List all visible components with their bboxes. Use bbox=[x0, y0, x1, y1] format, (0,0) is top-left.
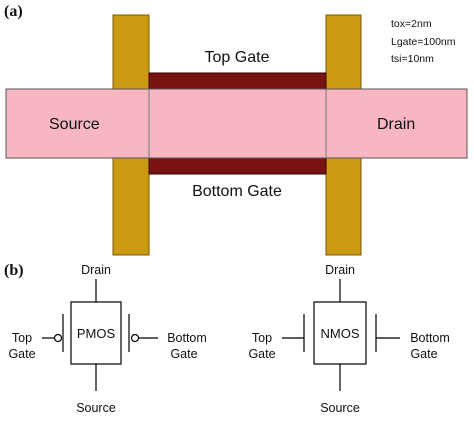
pmos-top-gate-label-2: Gate bbox=[8, 347, 35, 361]
pmos-drain-label: Drain bbox=[81, 263, 111, 277]
device-cross-section: (a) tox=2nm Lgate=100nm tsi=10nm Source … bbox=[4, 3, 468, 256]
drain-label: Drain bbox=[377, 116, 415, 133]
source-label: Source bbox=[49, 116, 100, 133]
nmos-drain-label: Drain bbox=[325, 263, 355, 277]
pmos-top-gate-bubble bbox=[53, 333, 63, 343]
pmos-source-label: Source bbox=[76, 401, 116, 415]
param-lgate: Lgate=100nm bbox=[391, 36, 456, 48]
parameters: tox=2nm Lgate=100nm tsi=10nm bbox=[391, 18, 456, 65]
pmos-symbol: Drain PMOS Source Top Gate Bottom Gate bbox=[8, 263, 206, 415]
top-gate bbox=[148, 72, 327, 90]
nmos-source-label: Source bbox=[320, 401, 360, 415]
panel-a-label: (a) bbox=[4, 3, 23, 20]
nmos-bottom-gate-label-1: Bottom bbox=[410, 331, 450, 345]
pmos-bottom-gate-label-1: Bottom bbox=[167, 331, 207, 345]
pmos-top-gate-label-1: Top bbox=[12, 331, 32, 345]
pmos-name: PMOS bbox=[77, 326, 116, 341]
nmos-top-gate-label-1: Top bbox=[252, 331, 272, 345]
silicon-film bbox=[5, 88, 468, 159]
panel-b-label: (b) bbox=[4, 262, 24, 279]
param-tsi: tsi=10nm bbox=[391, 53, 434, 65]
param-tox: tox=2nm bbox=[391, 18, 432, 30]
pmos-bottom-gate-label-2: Gate bbox=[170, 347, 197, 361]
bottom-gate-label: Bottom Gate bbox=[192, 183, 282, 200]
nmos-top-gate-label-2: Gate bbox=[248, 347, 275, 361]
top-gate-label: Top Gate bbox=[205, 49, 270, 66]
nmos-name: NMOS bbox=[321, 326, 360, 341]
pmos-bottom-gate-bubble bbox=[130, 333, 140, 343]
nmos-bottom-gate-label-2: Gate bbox=[410, 347, 437, 361]
nmos-symbol: Drain NMOS Source Top Gate Bottom Gate bbox=[248, 263, 449, 415]
bottom-gate bbox=[148, 157, 327, 175]
